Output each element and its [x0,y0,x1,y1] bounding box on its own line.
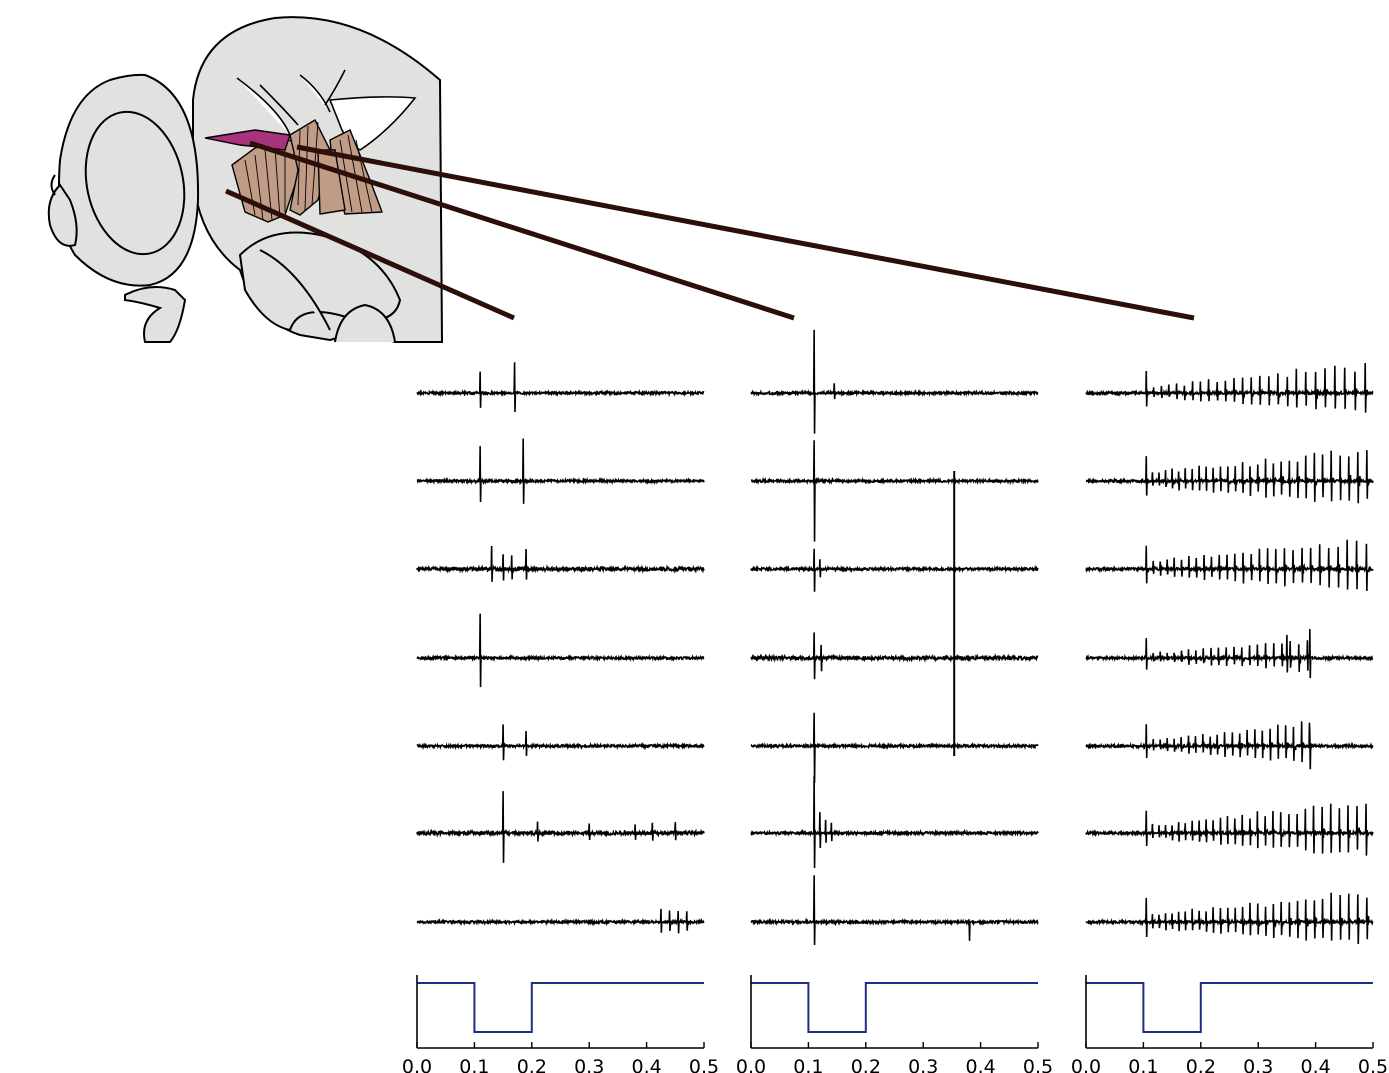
wing-hinge [236,74,417,151]
electrodes [224,140,1195,321]
recording-3-trial-7-trace [1085,892,1374,944]
coxa-2 [259,249,396,343]
recording-2-trial-6-trace [750,775,1039,868]
electrode-1 [224,188,516,321]
recording-3-trial-6-trace [1085,803,1374,856]
recording-3-x-tick-label: 0.5 [1358,1056,1388,1073]
recording-1-x-tick-label: 0.2 [517,1056,547,1073]
recording-1-trial-5-trace [416,724,705,761]
recording-1-trial-2-trace [416,438,705,504]
recording-2-x-tick-label: 0.1 [793,1056,823,1073]
front-leg [124,285,187,343]
recording-3-trial-3-trace [1085,539,1374,592]
recording-3-x-tick-label: 0.4 [1300,1056,1330,1073]
recording-3-trial-2-trace [1085,450,1374,504]
recording-3-x-tick-label: 0.1 [1128,1056,1158,1073]
fly-thorax-illustration [47,16,1195,343]
electrode-2 [249,140,795,321]
flight-muscles [231,119,383,223]
recording-3-x-tick-label: 0.0 [1071,1056,1101,1073]
recording-1-trial-1-trace [416,362,705,413]
proboscis [47,183,78,247]
muscle-striations [244,121,373,221]
recording-1-panel: 0.0 0.1 0.2 0.3 0.4 0.5 [402,362,719,1073]
recording-2-trial-3-trace [750,548,1039,592]
recording-1-x-tick-label: 0.3 [574,1056,604,1073]
recording-3-stimulus-trace [1086,982,1373,1033]
recording-2-stimulus-trace [751,982,1038,1033]
recording-2-x-tick-label: 0.3 [908,1056,938,1073]
recording-1-x-tick-label: 0.1 [459,1056,489,1073]
recording-1-trial-7-trace [416,908,705,934]
recording-2-x-tick-label: 0.4 [965,1056,995,1073]
recording-3-trial-4-trace [1085,628,1374,679]
recording-2-x-tick-label: 0.5 [1023,1056,1053,1073]
recording-2-trial-1-trace [750,329,1039,434]
recording-1-x-tick-label: 0.4 [631,1056,661,1073]
recording-2-trial-5-trace [750,712,1039,783]
recorded-muscle [204,129,291,151]
recording-3-x-tick-label: 0.3 [1243,1056,1273,1073]
recording-3-trial-1-trace [1085,363,1374,413]
eye [84,110,186,256]
recording-2-trial-4-trace [750,632,1039,680]
recording-2-trial-2-trace [750,440,1039,542]
recording-3-x-tick-label: 0.2 [1186,1056,1216,1073]
recording-3-trial-5-trace [1085,721,1374,770]
recording-2-x-tick-label: 0.0 [736,1056,766,1073]
recording-3-panel: 0.0 0.1 0.2 0.3 0.4 0.5 [1071,363,1388,1073]
recording-1-x-tick-label: 0.0 [402,1056,432,1073]
recording-1-stimulus-trace [417,982,704,1033]
recording-2-trial-7-trace [750,875,1039,946]
recording-1-trial-3-trace [416,545,705,582]
recording-2-x-tick-label: 0.2 [851,1056,881,1073]
recording-1-trial-4-trace [416,613,705,688]
recording-1-trial-6-trace [416,791,705,863]
recording-1-x-tick-label: 0.5 [689,1056,719,1073]
electrode-3 [296,144,1195,321]
recording-2-panel: 0.0 0.1 0.2 0.3 0.4 0.5 [736,329,1053,1073]
